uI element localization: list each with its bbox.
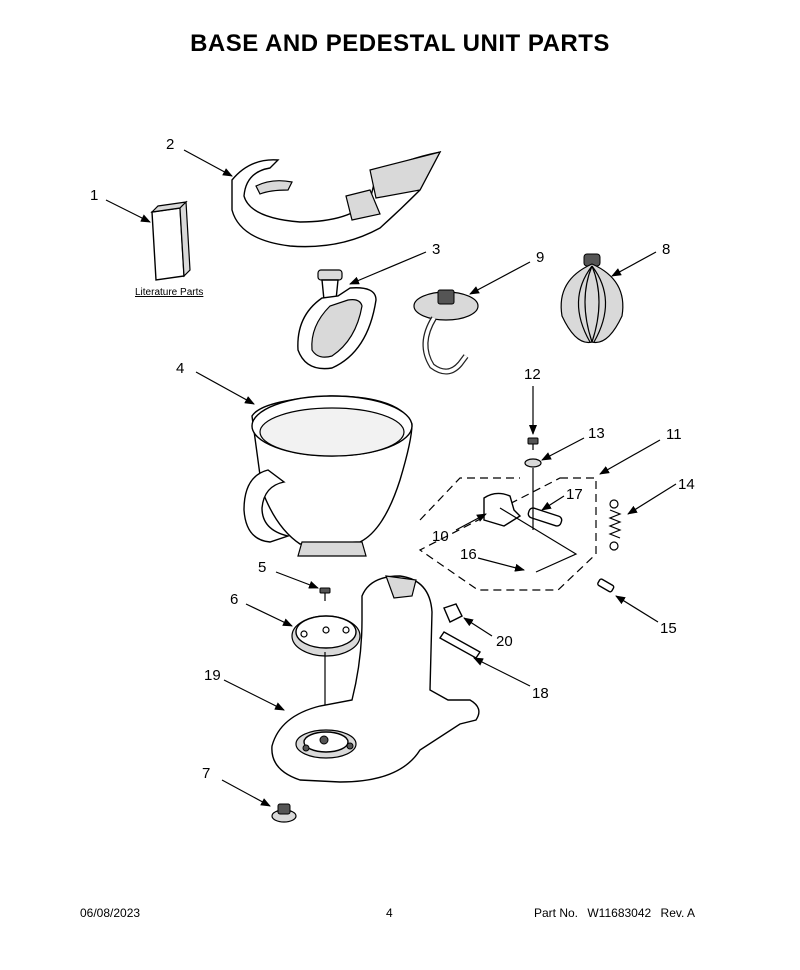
page-title: BASE AND PEDESTAL UNIT PARTS <box>190 30 610 57</box>
part-dough-hook[interactable] <box>413 289 479 375</box>
callout-7: 7 <box>202 765 210 782</box>
part-hinge-assembly[interactable] <box>418 477 597 591</box>
footer-part-label: Part No. <box>534 906 579 920</box>
footer-page-number: 4 <box>386 906 393 920</box>
footer-date: 06/08/2023 <box>80 906 141 920</box>
callout-6: 6 <box>230 591 238 608</box>
part-spring[interactable] <box>608 499 622 551</box>
part-pedestal-base[interactable] <box>271 575 480 783</box>
callout-5: 5 <box>258 559 266 576</box>
callout-numbers: 1 2 3 4 5 6 7 8 9 10 11 12 13 14 15 16 1… <box>90 136 695 782</box>
callout-12: 12 <box>524 366 541 383</box>
part-hinge-pin[interactable] <box>438 631 482 659</box>
part-wire-whip[interactable] <box>560 253 624 344</box>
literature-parts-label: Literature Parts <box>135 287 203 298</box>
callout-2: 2 <box>166 136 174 153</box>
callout-3: 3 <box>432 241 440 258</box>
callout-19: 19 <box>204 667 221 684</box>
leader-lines <box>105 149 677 807</box>
callout-18: 18 <box>532 685 549 702</box>
part-washer-13[interactable] <box>524 458 542 530</box>
footer-part-info: Part No. W11683042 Rev. A <box>534 906 701 920</box>
part-bowl[interactable] <box>243 395 413 557</box>
callout-17: 17 <box>566 486 583 503</box>
part-literature[interactable] <box>150 200 191 281</box>
callout-15: 15 <box>660 620 677 637</box>
callout-11: 11 <box>666 426 682 443</box>
callout-9: 9 <box>536 249 544 266</box>
callout-10: 10 <box>432 528 449 545</box>
part-rubber-foot[interactable] <box>271 803 297 823</box>
callout-13: 13 <box>588 425 605 442</box>
callout-8: 8 <box>662 241 670 258</box>
callout-4: 4 <box>176 360 184 377</box>
callout-14: 14 <box>678 476 695 493</box>
callout-16: 16 <box>460 546 477 563</box>
callout-20: 20 <box>496 633 513 650</box>
footer-revision: Rev. A <box>660 906 695 920</box>
part-pouring-shield[interactable] <box>231 151 442 248</box>
part-pin-15[interactable] <box>597 578 615 593</box>
part-clamp-plate[interactable] <box>291 615 361 728</box>
part-flat-beater[interactable] <box>297 269 377 370</box>
part-clip[interactable] <box>443 603 463 623</box>
part-screw-5[interactable] <box>319 587 331 601</box>
callout-1: 1 <box>90 187 98 204</box>
part-screw-12[interactable] <box>527 437 539 450</box>
footer-part-number: W11683042 <box>587 906 652 920</box>
